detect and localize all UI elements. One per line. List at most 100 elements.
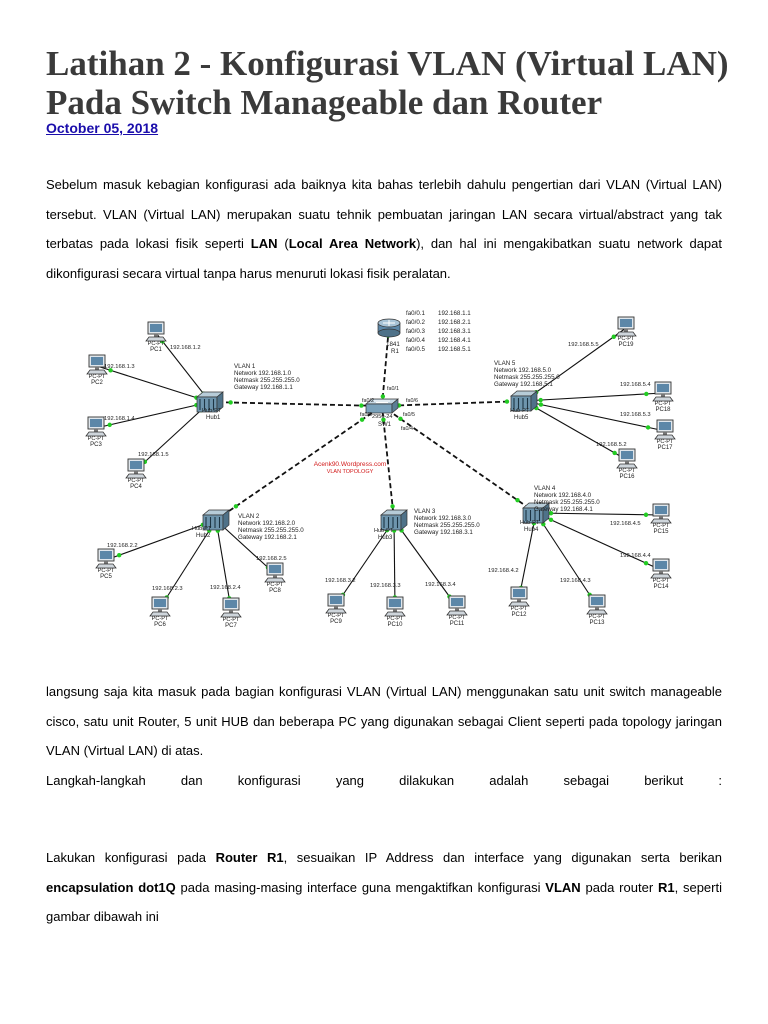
- hub5-hub-icon: [510, 390, 538, 412]
- pc-pc8-keyboard: [264, 577, 286, 583]
- pc-type-label: PC-PT: [619, 468, 636, 474]
- pc-pc1-screen: [150, 324, 162, 332]
- vlan-netmask: Netmask 255.255.255.0: [534, 499, 600, 506]
- third-text-1: Lakukan konfigurasi pada: [46, 850, 216, 865]
- link-hub5-pc2-status-dot-a: [538, 402, 544, 407]
- pc-ip-label: 192.168.4.4: [620, 553, 651, 559]
- intro-text-1: Sebelum masuk kebagian konfigurasi ada b…: [46, 177, 722, 251]
- router-interface-ip: 192.168.5.1: [438, 346, 471, 353]
- pc-pc17-pc-icon: [654, 419, 676, 440]
- router-interface-ip: 192.168.2.1: [438, 319, 471, 326]
- pc-pc19-stand: [624, 329, 628, 332]
- pc-pc10-pc-icon: [384, 596, 406, 617]
- pc-ip-label: 192.168.2.2: [107, 543, 138, 549]
- link-switch-hub2: [215, 405, 383, 521]
- pc-pc2-pc-icon: [86, 354, 108, 375]
- router-model-label: 1841: [386, 341, 400, 348]
- pc-ip-label: 192.168.5.4: [620, 382, 651, 388]
- pc-pc16-pc-icon: [616, 448, 638, 469]
- router-interface-port: fa0/0.1: [406, 310, 425, 317]
- pc-pc11-keyboard: [446, 610, 468, 616]
- hub-type-label: Hub-PT: [520, 520, 540, 526]
- pc-name-label: PC10: [387, 622, 403, 628]
- pc-name-label: PC7: [225, 623, 237, 629]
- pc-type-label: PC-PT: [387, 616, 404, 622]
- pc-pc2-stand: [95, 367, 99, 370]
- vlan-gateway: Gateway 192.168.4.1: [534, 506, 593, 513]
- pc-pc13-stand: [595, 607, 599, 610]
- pc-name-label: PC6: [154, 622, 166, 628]
- pc-name-label: PC15: [653, 529, 669, 535]
- link-hub2-pc1-status-dot-b: [117, 553, 122, 558]
- router-interface-port: fa0/0.4: [406, 337, 425, 344]
- vlan-gateway: Gateway 192.168.1.1: [234, 384, 293, 391]
- link-switch-hub5-status-dot-a: [504, 399, 510, 404]
- pc-pc7-stand: [229, 610, 233, 613]
- switch-sw1-side: [391, 398, 399, 414]
- pc-ip-label: 192.168.2.4: [210, 585, 241, 591]
- link-hub4-pc4-status-dot-b: [643, 512, 649, 517]
- router-r1-bottom: [377, 328, 401, 338]
- link-switch-hub3-status-dot-b: [381, 417, 386, 422]
- pc-ip-label: 192.168.4.3: [560, 578, 591, 584]
- pc-pc13-pc-icon: [586, 594, 608, 615]
- router-interface-port: fa0/0.5: [406, 346, 425, 353]
- pc-ip-label: 192.168.5.2: [596, 442, 627, 448]
- pc-ip-label: 192.168.1.4: [104, 416, 135, 422]
- hub-name-label: Hub3: [378, 535, 393, 541]
- vlan-network: Network 192.168.2.0: [238, 520, 296, 527]
- pc-name-label: PC4: [130, 484, 142, 490]
- link-hub1-pc2-status-dot-b: [108, 368, 113, 373]
- vlan-network: Network 192.168.3.0: [414, 515, 472, 522]
- link-hub2-pc3: [215, 519, 232, 610]
- pc-pc9-screen: [330, 596, 342, 604]
- link-hub1-pc3-status-dot-b: [107, 422, 112, 428]
- pc-name-label: PC16: [619, 474, 635, 480]
- pc-name-label: PC3: [90, 442, 102, 448]
- third-bold-router: Router R1: [215, 850, 284, 865]
- pc-pc9-pc-icon: [325, 593, 347, 614]
- pc-pc13-screen: [591, 597, 603, 605]
- pc-pc11-screen: [451, 598, 463, 606]
- hub1-side: [216, 391, 224, 413]
- switch-sw1-switch-icon: [365, 398, 399, 414]
- pc-pc18-screen: [657, 384, 669, 392]
- pc-type-label: PC-PT: [511, 606, 528, 612]
- third-bold-vlan: VLAN: [545, 879, 581, 895]
- pc-pc4-stand: [134, 471, 138, 474]
- link-hub4-pc3-status-dot-a: [548, 517, 554, 523]
- pc-name-label: PC9: [330, 619, 342, 625]
- pc-type-label: PC-PT: [589, 614, 606, 620]
- pc-pc7-screen: [225, 600, 237, 608]
- router-interface-port: fa0/0.2: [406, 319, 425, 326]
- link-hub3-pc2: [393, 519, 396, 609]
- intro-text-2: (: [277, 236, 289, 251]
- vlan-label: VLAN 1: [234, 363, 256, 370]
- pc-type-label: PC-PT: [657, 439, 674, 445]
- pc-name-label: PC1: [150, 347, 162, 353]
- link-hub4-pc2: [535, 512, 598, 607]
- pc-name-label: PC17: [657, 445, 673, 451]
- vlan-network: Network 192.168.1.0: [234, 370, 292, 377]
- pc-ip-label: 192.168.5.3: [620, 412, 651, 418]
- pc-type-label: PC-PT: [449, 615, 466, 621]
- pc-name-label: PC8: [269, 588, 281, 594]
- hub-type-label: Hub-PT: [202, 408, 222, 414]
- pc-name-label: PC14: [653, 584, 669, 590]
- switch-port-label: fa0/1: [387, 386, 399, 392]
- pc-type-label: PC-PT: [655, 401, 672, 407]
- post-date-link[interactable]: October 05, 2018: [46, 120, 159, 136]
- router-name-label: R1: [391, 348, 399, 355]
- link-hub5-pc1: [523, 400, 628, 461]
- pc-pc17-screen: [659, 422, 671, 430]
- link-hub4-pc4: [535, 512, 662, 516]
- switch-port-label: fa0/6: [406, 398, 418, 404]
- pc-name-label: PC19: [618, 342, 634, 348]
- pc-pc17-keyboard: [654, 434, 676, 440]
- vlan-network: Network 192.168.4.0: [534, 492, 592, 499]
- switch-sw1-arrows: [374, 400, 390, 403]
- pc-pc12-pc-icon: [508, 586, 530, 607]
- link-hub2-pc2: [159, 519, 217, 609]
- link-switch-hub3-status-dot-a: [390, 504, 395, 509]
- third-paragraph: Lakukan konfigurasi pada Router R1, sesu…: [46, 843, 722, 932]
